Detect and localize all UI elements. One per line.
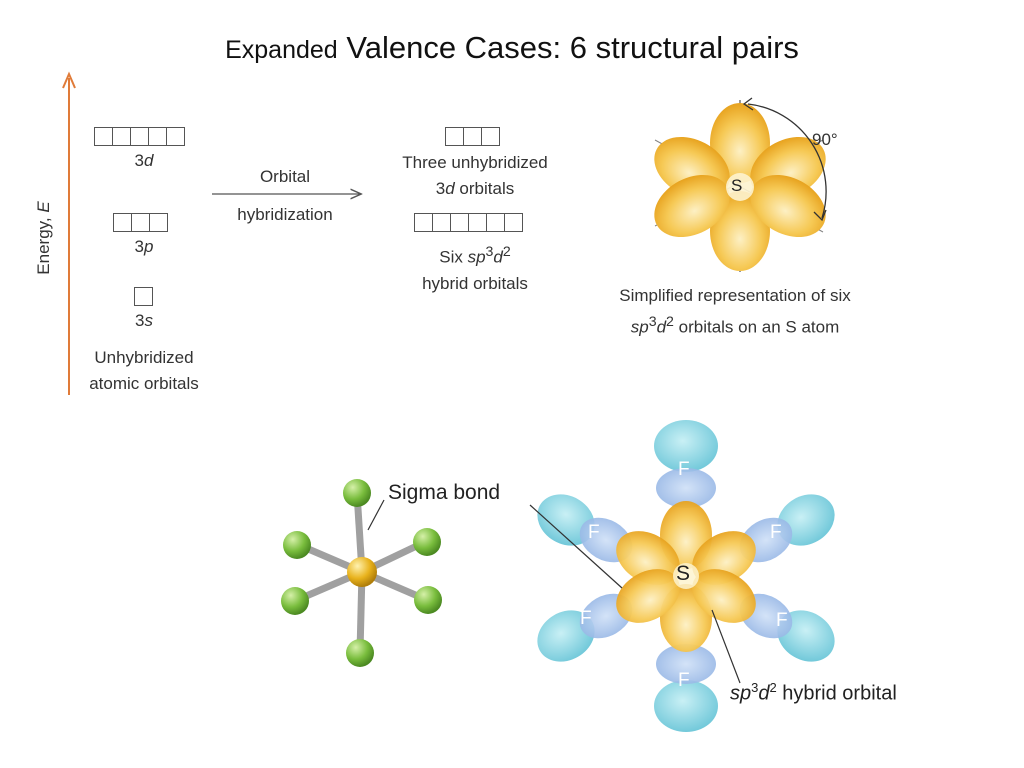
f-label-lower-left: F xyxy=(580,608,592,629)
hybrid-orbital-pointer xyxy=(711,609,741,684)
boxes-hybrid xyxy=(414,213,523,232)
energy-axis-label: Energy, E xyxy=(34,201,53,275)
sigma-bond-pointer-2 xyxy=(529,504,623,589)
label-3d: 3d xyxy=(134,151,154,170)
f-label-top: F xyxy=(678,459,690,480)
sigma-bond-pointer xyxy=(367,499,385,531)
label-3p: 3p xyxy=(134,237,154,256)
simplified-caption: Simplified representation of six sp3d2 o… xyxy=(619,286,851,337)
arrow-label-orbital: Orbital xyxy=(259,167,311,186)
page-title: Expanded Valence Cases: 6 structural pai… xyxy=(0,30,1024,66)
title-prefix: Expanded xyxy=(225,36,338,64)
boxes-3s xyxy=(134,287,153,306)
f-label-bottom: F xyxy=(678,670,690,691)
ball-stick-model xyxy=(281,479,442,667)
label-3s: 3s xyxy=(135,311,153,330)
angle-label: 90° xyxy=(812,130,838,149)
boxes-3d xyxy=(94,127,185,146)
sigma-bond-label: Sigma bond xyxy=(388,481,501,504)
energy-axis-arrowhead xyxy=(62,71,76,89)
unhybridized-caption: Unhybridized atomic orbitals xyxy=(89,348,199,393)
boxes-3p xyxy=(113,213,168,232)
orbital-overlap-model xyxy=(537,420,835,732)
boxes-unhybridized-3d xyxy=(445,127,500,146)
arrow-label-hybridization: hybridization xyxy=(237,205,333,224)
simplified-orbital-cluster xyxy=(654,97,827,272)
f-label-upper-right: F xyxy=(770,522,782,543)
hybrid-caption: Six sp3d2 hybrid orbitals xyxy=(422,244,528,293)
hybrid-orbital-label: sp3d2 hybrid orbital xyxy=(730,680,897,705)
s-atom-label-top: S xyxy=(731,176,743,195)
f-label-lower-right: F xyxy=(776,610,788,631)
title-main: Valence Cases: 6 structural pairs xyxy=(346,30,799,65)
f-label-upper-left: F xyxy=(588,522,600,543)
unhybridized-3d-caption: Three unhybridized 3d orbitals xyxy=(402,153,548,198)
s-atom-label-bottom: S xyxy=(676,562,691,585)
